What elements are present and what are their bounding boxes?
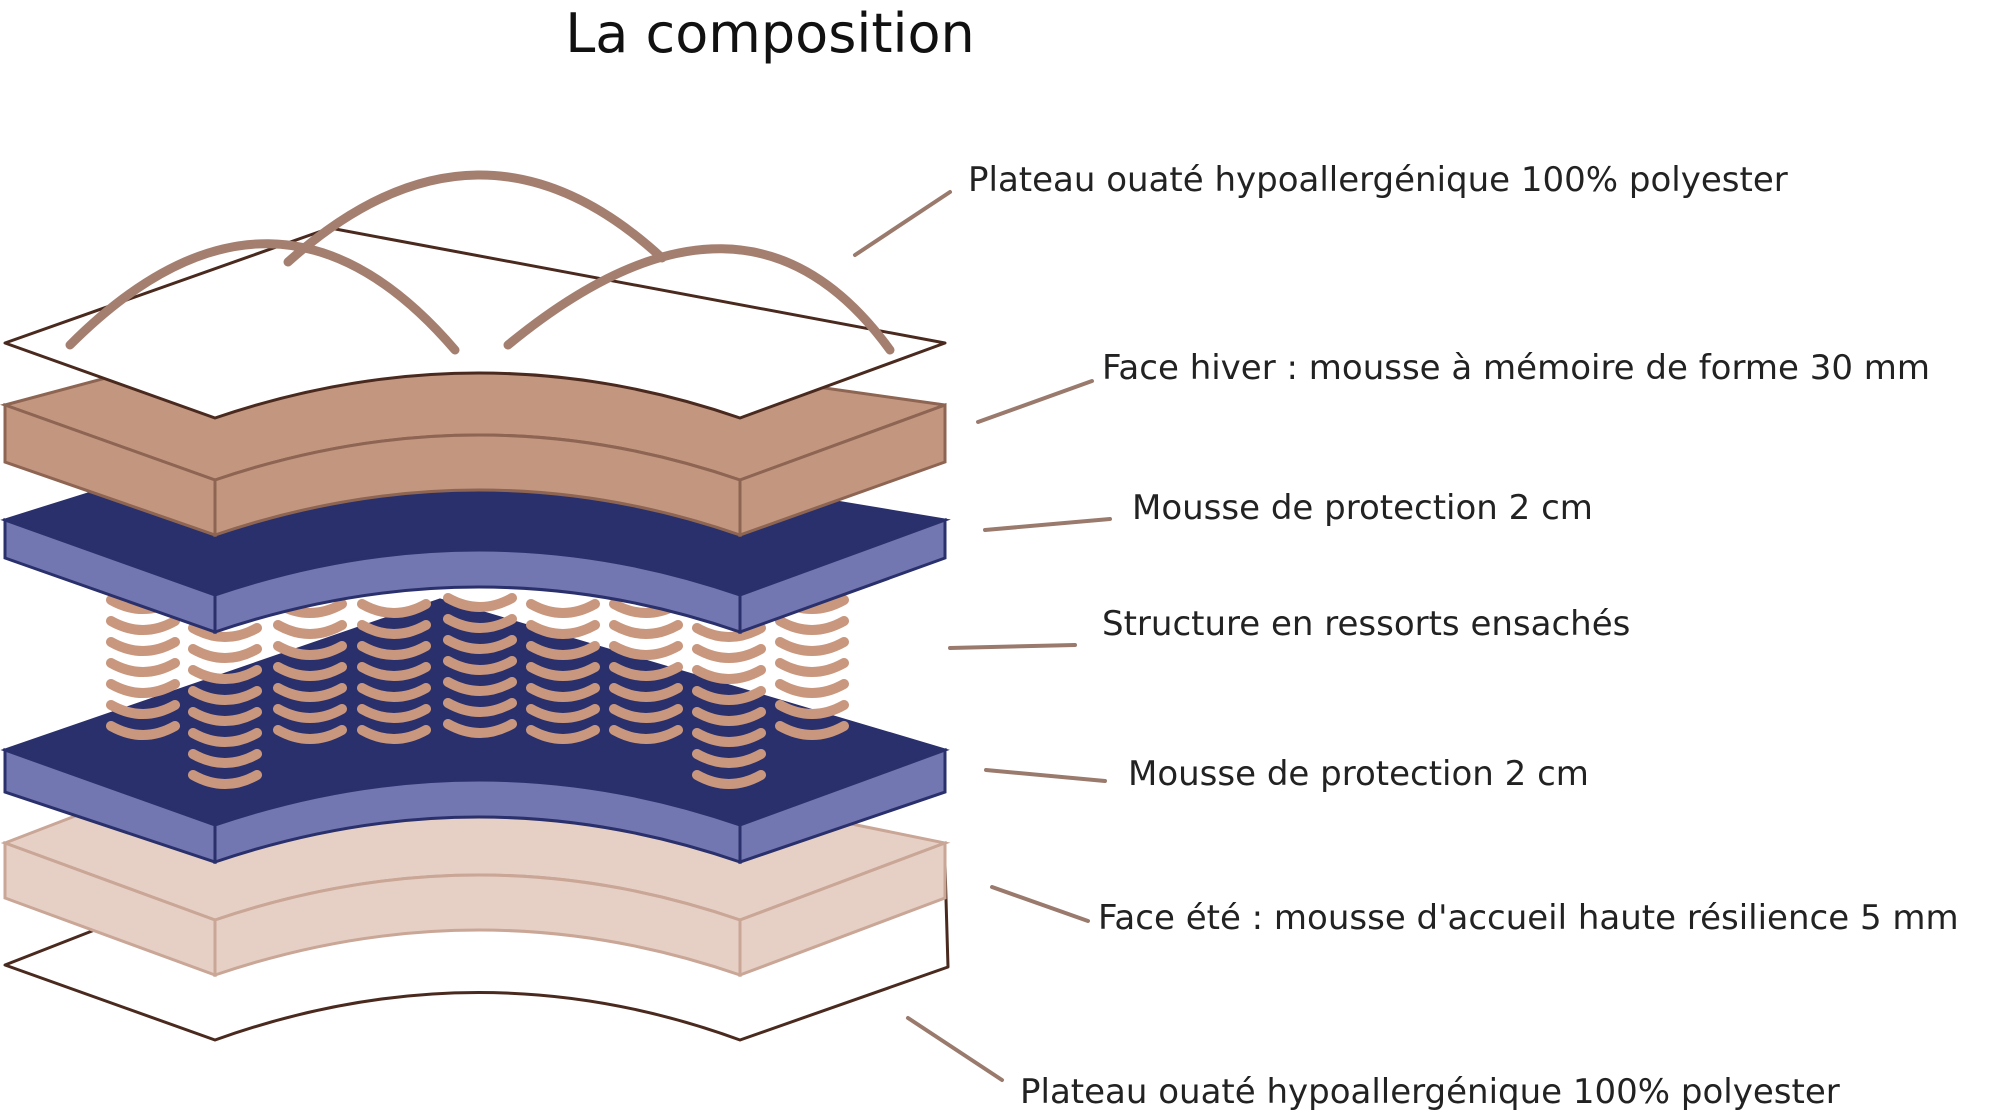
spring-turn: [692, 623, 766, 642]
spring-coil: [106, 595, 180, 740]
spring-coil: [692, 623, 766, 789]
spring-turn: [526, 683, 600, 702]
spring-turn: [609, 725, 683, 744]
spring-turn: [775, 637, 849, 656]
spring-coil: [443, 593, 517, 738]
spring-turn: [526, 641, 600, 660]
leader-line: [984, 768, 1107, 783]
spring-turn: [188, 665, 262, 684]
protection-bottom-front: [213, 778, 742, 865]
label-summer-face: Face été : mousse d'accueil haute résili…: [1098, 898, 1959, 938]
spring-turn: [357, 620, 431, 639]
spring-turn: [609, 683, 683, 702]
spring-turn: [609, 704, 683, 723]
spring-coil: [609, 599, 683, 744]
spring-turn: [273, 620, 347, 639]
spring-turn: [443, 656, 517, 675]
spring-turn: [188, 707, 262, 726]
leader-line: [983, 517, 1112, 532]
top-plateau-sheet: [3, 226, 947, 420]
spring-turn: [443, 635, 517, 654]
label-springs: Structure en ressorts ensachés: [1102, 604, 1631, 644]
spring-turn: [273, 704, 347, 723]
spring-turn: [775, 700, 849, 719]
label-top-plateau: Plateau ouaté hypoallergénique 100% poly…: [968, 160, 1788, 200]
spring-turn: [188, 770, 262, 789]
leader-line: [906, 1016, 1004, 1082]
spring-turn: [188, 728, 262, 747]
spring-turn: [526, 620, 600, 639]
label-winter-face: Face hiver : mousse à mémoire de forme 3…: [1102, 348, 1931, 388]
leader-line: [990, 885, 1090, 923]
spring-turn: [357, 683, 431, 702]
spring-turn: [692, 728, 766, 747]
spring-turn: [357, 725, 431, 744]
leader-line: [853, 190, 952, 257]
protection-top-front: [213, 548, 742, 635]
spring-turn: [106, 658, 180, 677]
spring-coil: [357, 599, 431, 744]
spring-turn: [526, 599, 600, 618]
spring-turn: [273, 725, 347, 744]
spring-turn: [692, 707, 766, 726]
spring-turn: [188, 623, 262, 642]
spring-turn: [106, 679, 180, 698]
spring-turn: [775, 616, 849, 635]
spring-turn: [692, 665, 766, 684]
spring-turn: [357, 704, 431, 723]
top-plateau-layer: [3, 170, 947, 420]
spring-turn: [357, 599, 431, 618]
leader-lines: [853, 190, 1112, 1082]
quilt-arc-left: [65, 239, 460, 355]
leader-line: [976, 379, 1094, 424]
spring-turn: [775, 721, 849, 740]
label-protection-top: Mousse de protection 2 cm: [1132, 488, 1593, 528]
spring-turn: [106, 721, 180, 740]
spring-turn: [188, 749, 262, 768]
spring-turn: [106, 616, 180, 635]
spring-turn: [526, 704, 600, 723]
spring-turn: [357, 662, 431, 681]
spring-coil: [526, 599, 600, 744]
spring-turn: [609, 662, 683, 681]
spring-turn: [609, 620, 683, 639]
spring-turn: [526, 725, 600, 744]
spring-turn: [775, 679, 849, 698]
quilt-arc-right: [503, 244, 895, 355]
spring-turn: [692, 770, 766, 789]
spring-turn: [273, 641, 347, 660]
spring-coil: [188, 623, 262, 789]
spring-turn: [443, 614, 517, 633]
spring-turn: [357, 641, 431, 660]
spring-turn: [443, 698, 517, 717]
summer-face-front: [213, 873, 742, 978]
spring-turn: [443, 719, 517, 738]
spring-turn: [273, 683, 347, 702]
winter-face-front: [213, 433, 742, 538]
spring-turn: [526, 662, 600, 681]
spring-turn: [775, 658, 849, 677]
spring-coil: [775, 595, 849, 740]
spring-turn: [106, 637, 180, 656]
spring-coil: [273, 599, 347, 744]
spring-turn: [692, 749, 766, 768]
spring-turn: [443, 677, 517, 696]
quilt-arc-back: [283, 170, 667, 267]
spring-structure: [106, 593, 849, 789]
spring-turn: [188, 686, 262, 705]
spring-turn: [273, 662, 347, 681]
spring-turn: [692, 644, 766, 663]
diagram-title: La composition: [565, 2, 975, 65]
spring-turn: [692, 686, 766, 705]
spring-turn: [609, 641, 683, 660]
label-protection-bottom: Mousse de protection 2 cm: [1128, 754, 1589, 794]
spring-turn: [106, 700, 180, 719]
spring-turn: [188, 644, 262, 663]
spring-turn: [443, 593, 517, 612]
leader-line: [948, 643, 1077, 650]
label-bottom-plateau: Plateau ouaté hypoallergénique 100% poly…: [1020, 1072, 1840, 1112]
